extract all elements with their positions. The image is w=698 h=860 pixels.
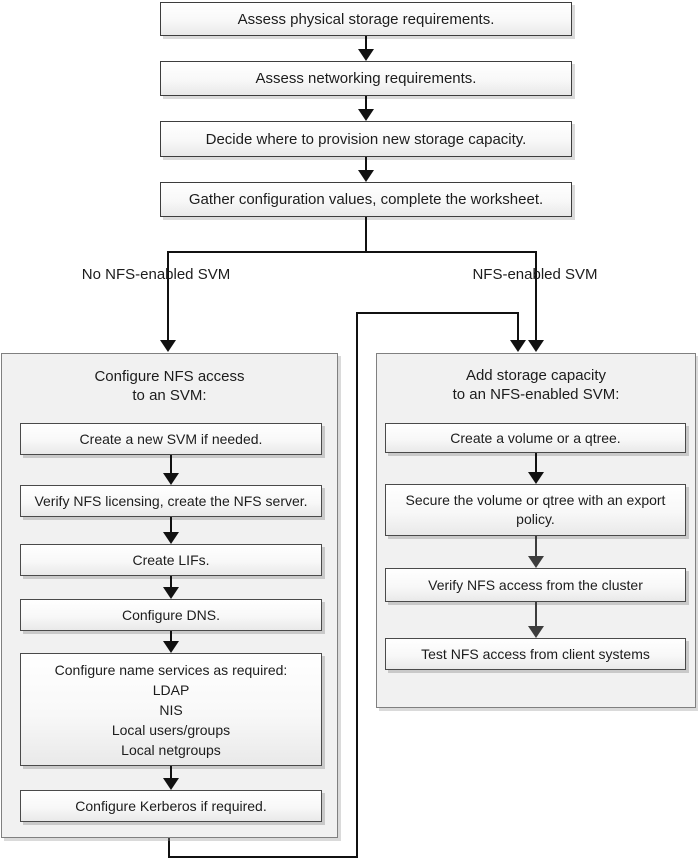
arrow-down-icon [358, 36, 374, 61]
step-box-configure-dns: Configure DNS. [20, 599, 322, 631]
step-box-create-lifs: Create LIFs. [20, 544, 322, 576]
step-box-verify-nfs-licensing: Verify NFS licensing, create the NFS ser… [20, 485, 322, 517]
arrow-down-icon [528, 453, 544, 484]
step-box-verify-nfs-access: Verify NFS access from the cluster [385, 568, 686, 602]
name-services-line: Configure name services as required: [54, 661, 288, 678]
arrow-down-icon [528, 251, 544, 352]
panel-title-line: to an NFS-enabled SVM: [452, 386, 620, 403]
panel-title-line: Configure NFS access [94, 368, 245, 385]
branch-stub-line [365, 217, 367, 253]
flow-box-assess-networking: Assess networking requirements. [160, 61, 572, 96]
name-services-line: LDAP [152, 681, 190, 698]
loop-line-segment [168, 856, 358, 858]
step-box-configure-kerberos: Configure Kerberos if required. [20, 790, 322, 822]
name-services-line: NIS [159, 701, 183, 718]
arrow-down-icon [160, 251, 176, 352]
branch-label-nfs-svm: NFS-enabled SVM [472, 266, 598, 283]
step-box-test-nfs-access: Test NFS access from client systems [385, 638, 686, 670]
loop-line-segment [168, 838, 170, 858]
panel-configure-nfs-access: Configure NFS access to an SVM: Create a… [1, 353, 338, 838]
flow-box-decide-provision: Decide where to provision new storage ca… [160, 121, 572, 157]
panel-add-storage-capacity: Add storage capacity to an NFS-enabled S… [376, 353, 696, 708]
arrow-down-icon [163, 766, 179, 790]
arrow-down-icon [510, 312, 526, 352]
panel-title-line: Add storage capacity [465, 367, 607, 384]
arrow-down-icon [358, 157, 374, 182]
step-box-create-volume-qtree: Create a volume or a qtree. [385, 423, 686, 453]
flow-box-assess-physical-storage: Assess physical storage requirements. [160, 2, 572, 36]
step-box-secure-export-policy: Secure the volume or qtree with an expor… [385, 484, 686, 536]
step-box-name-services: Configure name services as required: LDA… [20, 653, 322, 766]
flow-box-gather-configuration: Gather configuration values, complete th… [160, 182, 572, 217]
arrow-down-icon [163, 517, 179, 544]
arrow-down-icon [163, 455, 179, 485]
arrow-down-icon [163, 631, 179, 653]
panel-title-line: to an SVM: [132, 387, 207, 404]
name-services-line: Local netgroups [121, 741, 221, 758]
arrow-down-icon [528, 602, 544, 638]
loop-line-segment [356, 312, 519, 314]
loop-line-segment [356, 312, 358, 858]
branch-horizontal-line [167, 251, 537, 253]
step-box-create-svm: Create a new SVM if needed. [20, 423, 322, 455]
arrow-down-icon [528, 536, 544, 568]
name-services-line: Local users/groups [111, 721, 231, 738]
branch-label-no-nfs-svm: No NFS-enabled SVM [81, 266, 231, 283]
arrow-down-icon [163, 576, 179, 599]
arrow-down-icon [358, 96, 374, 121]
